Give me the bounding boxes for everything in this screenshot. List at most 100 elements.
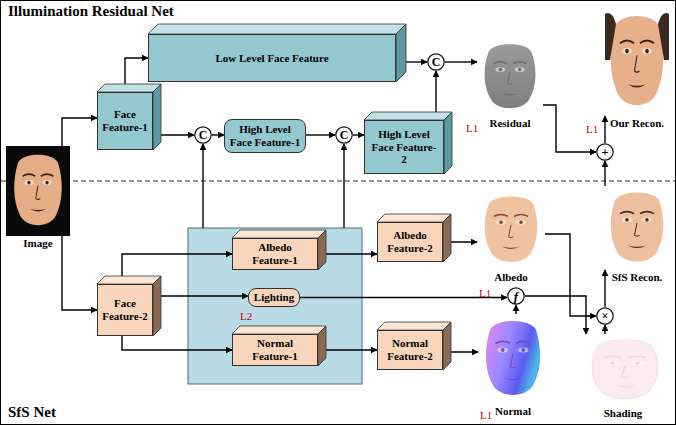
- operator-symbol: ×: [602, 310, 609, 322]
- face-picture: [611, 16, 664, 105]
- operator-symbol: C: [432, 56, 441, 68]
- image-caption: Shading: [575, 407, 671, 420]
- image-caption: Albedo: [477, 271, 545, 284]
- section-divider: [1, 181, 675, 182]
- hair-shade: [605, 13, 616, 60]
- block-side-face: [153, 84, 161, 150]
- image-panel: Albedo: [477, 190, 545, 270]
- face-features: [604, 356, 647, 387]
- image-background: [6, 146, 70, 236]
- albedo-picture: [485, 196, 538, 262]
- feature-arrow: [343, 144, 344, 228]
- image-caption: Image: [6, 237, 70, 250]
- block-label: Albedo Feature-2: [382, 229, 438, 254]
- block-label: Low Level Face Feature: [215, 52, 328, 65]
- block-side-face: [318, 230, 326, 270]
- block-top-face: [97, 276, 161, 284]
- operator-circle-shape: [336, 127, 352, 143]
- data-flow-arrow: [62, 236, 97, 310]
- block-top-face: [377, 322, 451, 330]
- feature-block: Albedo Feature-1: [232, 238, 318, 270]
- shading-picture: [592, 340, 658, 399]
- operator-symbol: f: [514, 290, 518, 303]
- block-top-face: [97, 84, 161, 92]
- normal-map-picture: [486, 321, 540, 395]
- data-flow-arrow: [318, 253, 377, 254]
- block-label: Normal Feature-1: [237, 337, 313, 362]
- image-panel: SfS Recon.: [603, 186, 671, 270]
- image-caption: Our Recon.: [603, 117, 671, 130]
- data-flow-arrow: [122, 336, 232, 350]
- face-features: [620, 212, 654, 248]
- network-section: Illumination Residual NetFace Feature-1L…: [0, 0, 676, 181]
- block-label: High Level Face Feature-2: [369, 128, 439, 166]
- face-features: [494, 214, 528, 249]
- data-flow-arrow: [212, 134, 224, 135]
- image-panel: Our Recon.: [603, 8, 671, 116]
- data-flow-arrow: [604, 270, 605, 307]
- operator-circle-shape: [195, 127, 211, 143]
- operator-symbol: C: [199, 129, 208, 141]
- operator-circle-shape: [597, 144, 613, 160]
- data-flow-arrow: [604, 325, 605, 334]
- operator-circle: +: [596, 143, 614, 161]
- face-picture: [14, 155, 62, 226]
- block-side-face: [396, 24, 406, 82]
- feature-block: Low Level Face Feature: [148, 34, 396, 82]
- data-flow-arrow: [545, 234, 596, 316]
- feature-arrow: [202, 144, 203, 228]
- loss-tag-holder: L1: [466, 118, 478, 136]
- data-flow-arrow: [318, 349, 377, 350]
- residual-picture: [485, 44, 536, 108]
- operator-symbol: +: [602, 146, 609, 158]
- block-side-face: [153, 276, 161, 336]
- feature-block: Lighting: [248, 288, 300, 307]
- loss-tag-holder: L1: [586, 119, 598, 137]
- loss-tag: L1: [586, 123, 598, 135]
- block-top-face: [364, 112, 452, 120]
- feature-block: High Level Face Feature-2: [364, 120, 444, 174]
- block-label: Face Feature-1: [102, 108, 148, 133]
- feature-block: Face Feature-1: [97, 92, 153, 150]
- face-picture: [611, 193, 664, 262]
- block-side-face: [443, 322, 451, 370]
- section-title: Illumination Residual Net: [8, 3, 174, 20]
- network-section: SfS NetFace Feature-2Albedo Feature-1Lig…: [0, 181, 676, 425]
- block-label: High Level Face Feature-1: [229, 123, 301, 148]
- data-flow-arrow: [306, 134, 335, 135]
- data-flow-arrow: [515, 305, 516, 314]
- image-caption: SfS Recon.: [603, 271, 671, 284]
- block-label: Lighting: [254, 291, 294, 304]
- loss-tag: L1: [479, 287, 491, 299]
- loss-tag: L1: [480, 409, 492, 421]
- data-flow-arrow: [153, 295, 248, 296]
- data-flow-arrow: [604, 116, 605, 143]
- block-side-face: [443, 214, 451, 262]
- loss-tag-holder: L1: [480, 405, 492, 423]
- data-flow-arrow: [525, 296, 586, 334]
- face-features: [495, 341, 530, 380]
- operator-circle: C: [335, 126, 353, 144]
- hair-shade: [658, 13, 669, 60]
- feature-block: Normal Feature-1: [232, 334, 318, 366]
- loss-tag-holder: L2: [240, 306, 252, 324]
- block-top-face: [232, 326, 326, 334]
- loss-tag: L2: [240, 310, 252, 322]
- operator-circle-shape: [597, 308, 613, 324]
- section-title: SfS Net: [8, 404, 56, 421]
- operator-symbol: C: [340, 129, 349, 141]
- image-panel: Normal: [478, 314, 548, 404]
- loss-tag: L1: [466, 122, 478, 134]
- image-panel: Image: [6, 146, 70, 236]
- face-features: [23, 174, 54, 211]
- block-side-face: [444, 112, 452, 174]
- operator-circle: C: [427, 53, 445, 71]
- operator-circle: f: [507, 287, 525, 305]
- face-features: [620, 40, 654, 87]
- feature-block: High Level Face Feature-1: [224, 119, 306, 153]
- face-features: [494, 62, 527, 96]
- block-top-face: [232, 230, 326, 238]
- data-flow-arrow: [62, 118, 97, 146]
- feature-block: Normal Feature-2: [377, 330, 443, 370]
